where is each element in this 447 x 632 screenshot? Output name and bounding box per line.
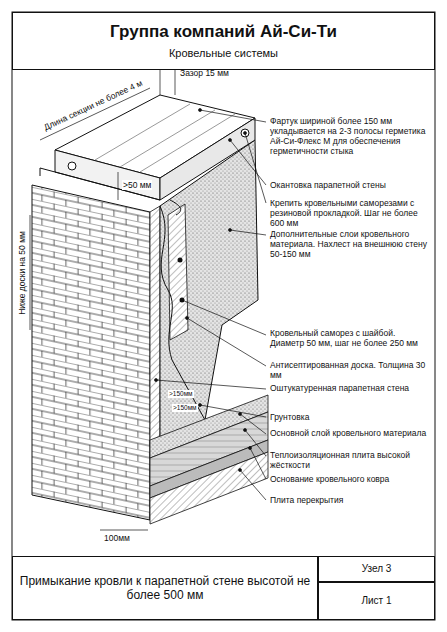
callout-text: Антисептированная доска. Толщина 30 мм — [270, 360, 430, 380]
dimension-label: 100мм — [104, 533, 148, 543]
callout-text: Плита перекрытия — [270, 495, 430, 505]
callout-text: Фартук шириной более 150 мм укладывается… — [270, 116, 430, 156]
callout-text: Крепить кровельными саморезами с резинов… — [270, 198, 430, 228]
callout-text: Основание кровельного ковра — [270, 474, 430, 484]
box-text: Группа компаний Ай-Си-Ти — [110, 22, 337, 42]
title-cell: Примыкание кровли к парапетной стене выс… — [12, 556, 318, 620]
callout-text: Кровельный саморез с шайбой. Диаметр 50 … — [270, 328, 430, 348]
callout-text: Дополнительные слои кровельного материал… — [270, 229, 430, 259]
callout-text: Окантовка парапетной стены — [270, 180, 430, 190]
node-cell: Узел 3 — [318, 556, 435, 582]
sheet-cell: Лист 1 — [318, 582, 435, 620]
dimension-label: >50 мм — [122, 180, 152, 190]
header-box: Группа компаний Ай-Си-ТиКровельные систе… — [12, 12, 435, 70]
box-text: Лист 1 — [361, 595, 391, 607]
box-text: Примыкание кровли к парапетной стене выс… — [19, 574, 311, 603]
dimension-label: >150мм — [172, 404, 198, 412]
dimension-label: Ниже доски на 50 мм — [17, 213, 27, 333]
callout-text: Теплоизоляционная плита высокой жёсткост… — [270, 450, 430, 470]
callout-text: Основной слой кровельного материала — [270, 428, 430, 438]
dimension-label: >150мм — [168, 390, 194, 398]
box-subtext: Кровельные системы — [169, 47, 278, 60]
dimension-label: Зазор 15 мм — [180, 68, 250, 78]
callout-text: Грунтовка — [270, 412, 430, 422]
callout-text: Оштукатуренная парапетная стена — [270, 383, 430, 393]
box-text: Узел 3 — [362, 563, 392, 575]
